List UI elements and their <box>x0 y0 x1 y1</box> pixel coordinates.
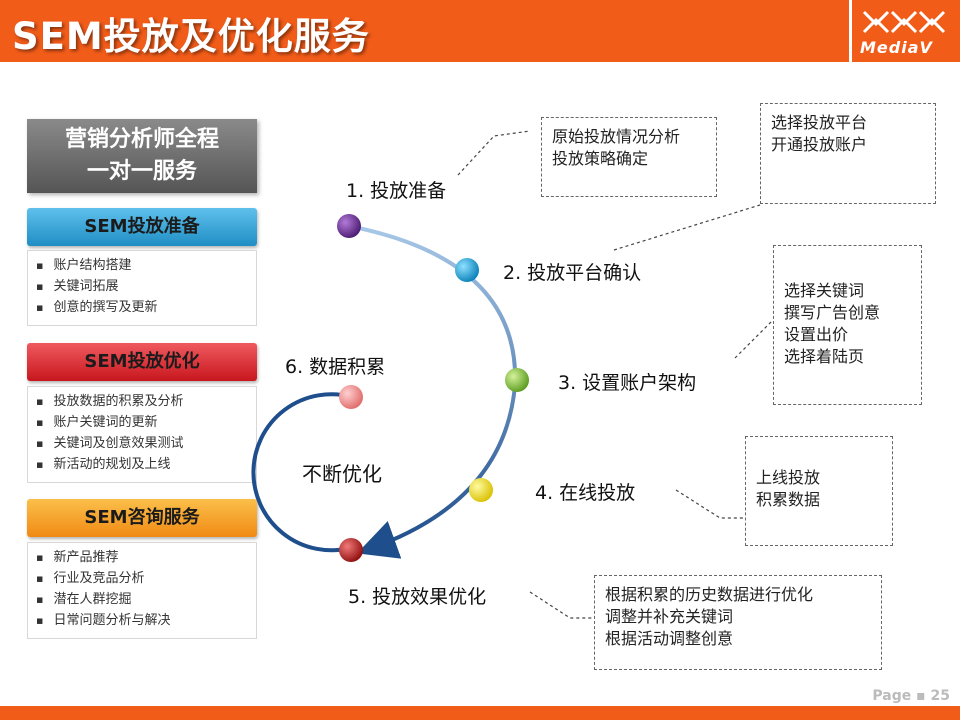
continuous-optimization-label: 不断优化 <box>302 462 382 486</box>
step-label-2: 2. 投放平台确认 <box>503 262 642 284</box>
section-header-optimization: SEM投放优化 <box>27 343 257 381</box>
list-item: 投放数据的积累及分析 <box>36 391 256 412</box>
note-box-5: 根据积累的历史数据进行优化 调整并补充关键词 根据活动调整创意 <box>594 575 882 670</box>
step-dot-3 <box>505 368 529 392</box>
note-line: 上线投放 <box>756 468 821 487</box>
list-item: 创意的撰写及更新 <box>36 297 256 318</box>
note-box-3: 选择关键词 撰写广告创意 设置出价 选择着陆页 <box>773 245 922 405</box>
list-item: 行业及竞品分析 <box>36 568 256 589</box>
step-dot-2 <box>455 258 479 282</box>
header-bar: SEM投放及优化服务 MediaV <box>0 0 960 62</box>
note-line: 积累数据 <box>756 490 821 509</box>
connector-note-5 <box>529 591 594 619</box>
optimization-loop <box>251 392 353 553</box>
note-line: 开通投放账户 <box>771 135 868 154</box>
section-list-consulting: 新产品推荐 行业及竞品分析 潜在人群挖掘 日常问题分析与解决 <box>27 542 257 639</box>
note-line: 调整并补充关键词 <box>605 607 734 626</box>
list-item: 日常问题分析与解决 <box>36 610 256 631</box>
list-item: 账户关键词的更新 <box>36 412 256 433</box>
list-item: 新活动的规划及上线 <box>36 454 256 475</box>
connector-note-2 <box>613 204 761 251</box>
list-item: 关键词拓展 <box>36 276 256 297</box>
process-arc <box>348 224 518 559</box>
section-header-preparation: SEM投放准备 <box>27 208 257 246</box>
list-item: 潜在人群挖掘 <box>36 589 256 610</box>
step-label-4: 4. 在线投放 <box>535 482 636 504</box>
step-label-3: 3. 设置账户架构 <box>558 372 697 394</box>
step-label-1: 1. 投放准备 <box>346 180 447 202</box>
note-line: 选择着陆页 <box>784 347 865 366</box>
list-item: 关键词及创意效果测试 <box>36 433 256 454</box>
note-line: 设置出价 <box>784 325 849 344</box>
logo-mark-icon <box>862 10 946 34</box>
note-line: 撰写广告创意 <box>784 303 881 322</box>
connector-note-4 <box>675 489 745 519</box>
note-line: 根据活动调整创意 <box>605 629 734 648</box>
connector-note-1 <box>457 130 531 176</box>
mediav-logo: MediaV <box>849 0 960 62</box>
logo-text: MediaV <box>860 38 933 57</box>
list-item: 新产品推荐 <box>36 547 256 568</box>
step-dot-1 <box>337 214 361 238</box>
section-list-optimization: 投放数据的积累及分析 账户关键词的更新 关键词及创意效果测试 新活动的规划及上线 <box>27 386 257 483</box>
page-number: Page ▪ 25 <box>872 688 950 704</box>
footer-bar <box>0 706 960 720</box>
page-title: SEM投放及优化服务 <box>12 15 370 58</box>
list-item: 账户结构搭建 <box>36 255 256 276</box>
note-line: 原始投放情况分析 <box>552 127 681 146</box>
step-label-6: 6. 数据积累 <box>285 356 386 378</box>
step-dot-5 <box>339 538 363 562</box>
step-dot-4 <box>469 478 493 502</box>
connector-note-3 <box>734 319 774 359</box>
note-line: 根据积累的历史数据进行优化 <box>605 585 814 604</box>
note-box-2: 选择投放平台 开通投放账户 <box>760 103 936 204</box>
note-box-1: 原始投放情况分析 投放策略确定 <box>541 117 717 197</box>
note-line: 选择关键词 <box>784 281 865 300</box>
step-label-5: 5. 投放效果优化 <box>348 586 487 608</box>
note-line: 投放策略确定 <box>552 149 649 168</box>
note-box-4: 上线投放 积累数据 <box>745 436 893 546</box>
section-header-consulting: SEM咨询服务 <box>27 499 257 537</box>
analyst-title-line1: 营销分析师全程 <box>64 127 219 152</box>
step-dot-6 <box>339 385 363 409</box>
analyst-service-title: 营销分析师全程 一对一服务 <box>27 119 257 193</box>
analyst-title-line2: 一对一服务 <box>86 159 197 184</box>
section-list-preparation: 账户结构搭建 关键词拓展 创意的撰写及更新 <box>27 250 257 326</box>
note-line: 选择投放平台 <box>771 113 868 132</box>
